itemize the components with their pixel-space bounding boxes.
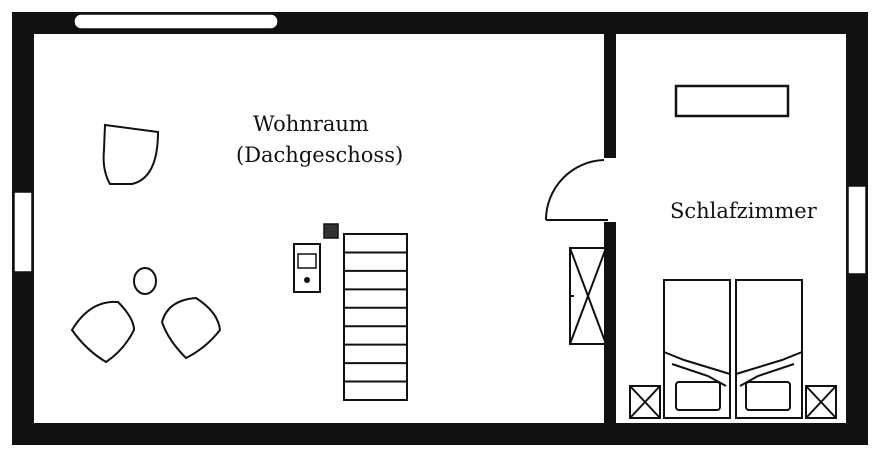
staircase [343,233,408,401]
room-label-living: Wohnraum [253,112,369,136]
cabinet [569,247,607,345]
armchair-bottom-left [70,300,136,364]
side-table [133,267,157,295]
window-left [13,191,33,273]
stove [293,223,339,293]
window-top [73,13,279,30]
window-right [847,185,867,275]
armchair-bottom-right [160,296,222,360]
partition-wall [604,30,616,426]
bedroom-shelf [674,84,790,118]
door-arc [545,159,608,221]
bed-right [735,279,803,419]
nightstand-left [629,385,661,419]
wall-bottom [12,423,868,445]
outer-walls [12,12,868,445]
nightstand-right [805,385,837,419]
room-label-living-subtitle: (Dachgeschoss) [236,143,403,167]
room-label-bedroom: Schlafzimmer [670,199,818,223]
bed-left [663,279,731,419]
armchair-top [102,123,160,185]
